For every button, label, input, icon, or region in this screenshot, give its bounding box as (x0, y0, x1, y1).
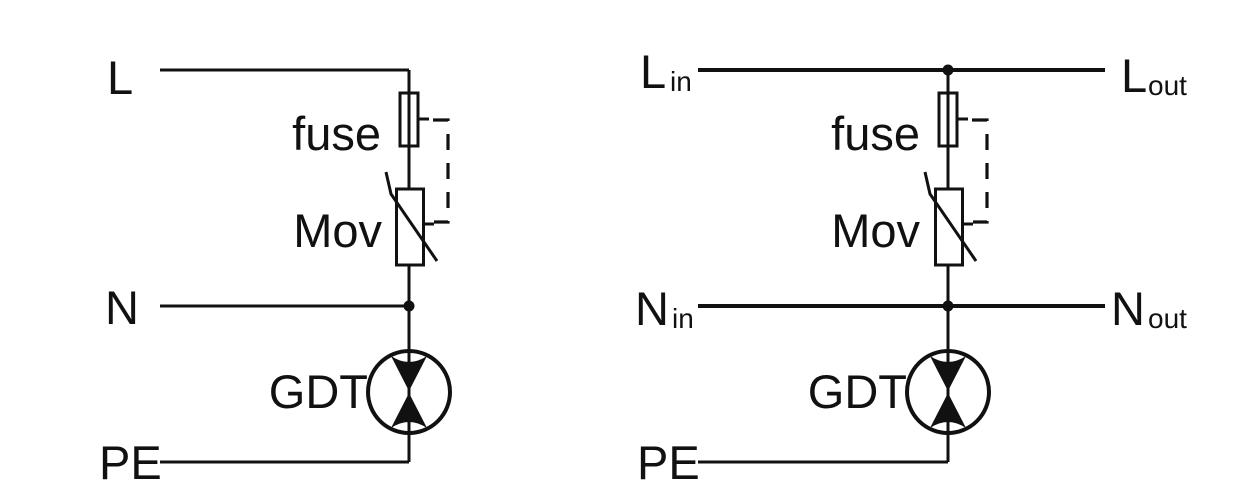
fuse-symbol: fuse (831, 91, 968, 160)
terminal-label-n-in: N (635, 282, 669, 335)
terminal-label-pe: PE (99, 436, 162, 489)
mov-diagonal (923, 171, 978, 262)
gdt-label: GDT (269, 365, 368, 418)
gdt-arrow-down (391, 356, 427, 391)
mov-label: Mov (831, 204, 920, 257)
gdt-arrow-down (930, 356, 966, 391)
gdt-arrow-up (391, 393, 427, 428)
mov-diagonal (384, 171, 439, 262)
gdt-symbol: GDT (808, 349, 991, 435)
thermal-link-dashed (433, 118, 450, 224)
terminal-label-n-out: N (1111, 282, 1145, 335)
terminal-label-l-in: L (640, 45, 666, 98)
gdt-circle (366, 349, 452, 435)
left-circuit: L N PE fuse Mov GDT (99, 51, 452, 489)
gdt-circle (905, 349, 991, 435)
mov-body (395, 187, 425, 267)
right-circuit: L in L out N in N out PE fuse Mov (635, 45, 1187, 489)
terminal-label-l-in-sub: in (670, 66, 692, 97)
terminal-label-l-out: L (1121, 49, 1147, 102)
terminal-label-l-out-sub: out (1148, 70, 1187, 101)
terminal-label-n-in-sub: in (672, 303, 694, 334)
fuse-label: fuse (292, 107, 381, 160)
junction-dot-n (403, 300, 415, 312)
gdt-label: GDT (808, 365, 907, 418)
gdt-arrow-up (930, 393, 966, 428)
mov-symbol: Mov (831, 171, 978, 267)
thermal-link-dashed (972, 118, 989, 224)
fuse-symbol: fuse (292, 91, 429, 160)
mov-symbol: Mov (293, 171, 439, 267)
mov-body (934, 187, 964, 267)
junction-dot-l (942, 64, 954, 76)
gdt-symbol: GDT (269, 349, 452, 435)
junction-dot-n (942, 300, 954, 312)
fuse-label: fuse (831, 107, 920, 160)
terminal-label-pe: PE (637, 436, 700, 489)
terminal-label-l: L (107, 51, 133, 104)
mov-label: Mov (293, 204, 382, 257)
terminal-label-n: N (105, 281, 139, 334)
terminal-label-n-out-sub: out (1148, 303, 1187, 334)
